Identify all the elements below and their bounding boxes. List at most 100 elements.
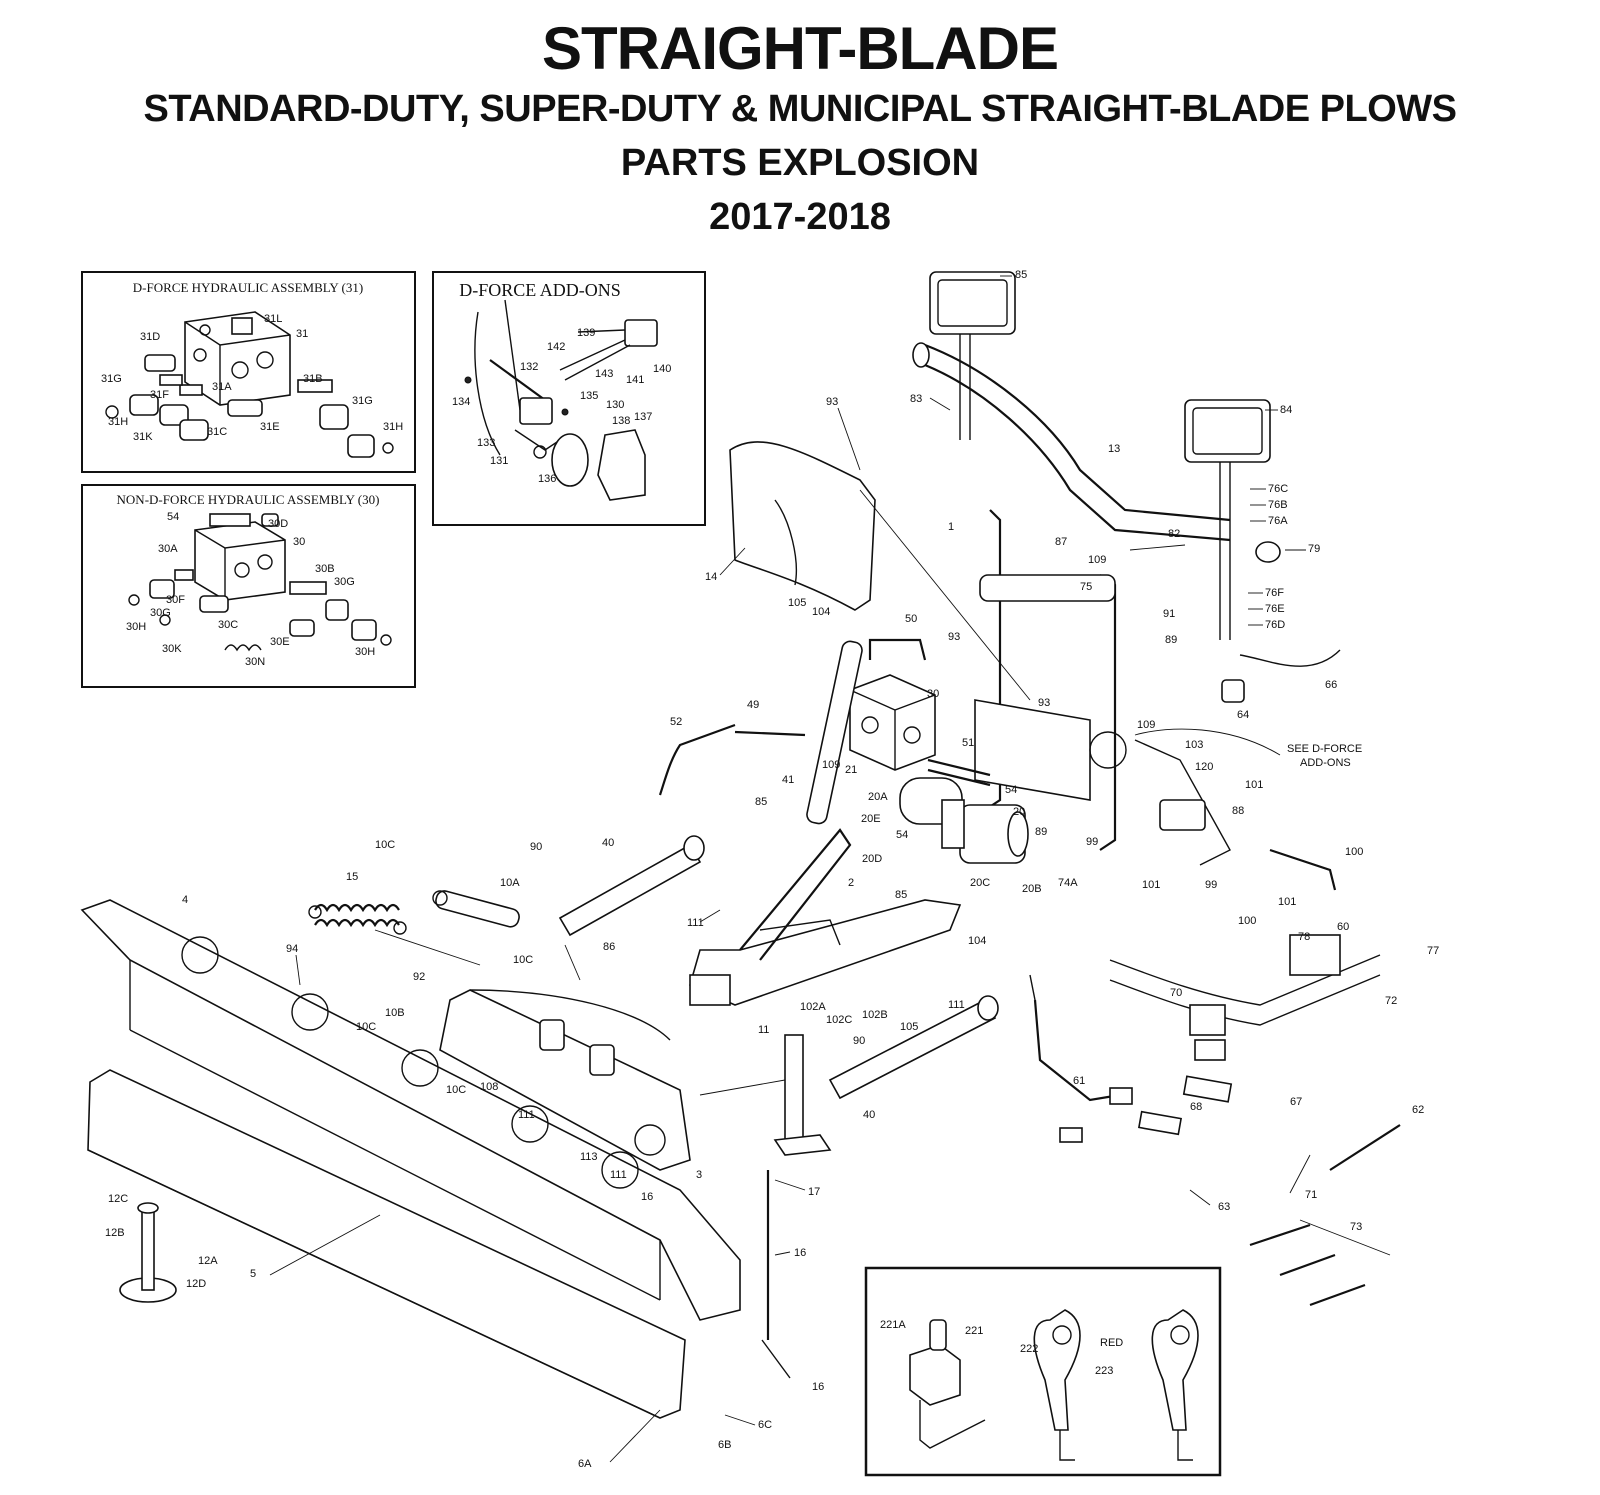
callout-77: 77 [1427, 945, 1439, 957]
callout-16-top: 16 [641, 1191, 653, 1203]
hydraulic-valve-block-31 [105, 311, 394, 458]
callout-111-mid: 111 [518, 1109, 535, 1121]
callout-102A: 102A [800, 1001, 826, 1013]
callout-31A: 31A [212, 381, 232, 393]
callout-12D: 12D [186, 1278, 206, 1290]
callout-31H-right: 31H [383, 421, 403, 433]
callout-92: 92 [413, 971, 425, 983]
callout-88: 88 [1232, 805, 1244, 817]
callout-40-top: 40 [602, 837, 614, 849]
callout-99-left: 99 [1086, 836, 1098, 848]
callout-113: 113 [580, 1151, 598, 1163]
callout-93-top: 93 [826, 396, 838, 408]
callout-31B: 31B [303, 373, 323, 385]
callout-31K: 31K [133, 431, 153, 443]
callout-30N: 30N [245, 656, 265, 668]
callout-64: 64 [1237, 709, 1249, 721]
callout-red: RED [1100, 1337, 1123, 1349]
callout-6B: 6B [718, 1439, 731, 1451]
callout-109-mid: 109 [822, 759, 840, 771]
inset-dforce-hydraulic: D-FORCE HYDRAULIC ASSEMBLY (31) [81, 271, 416, 473]
callout-63: 63 [1218, 1201, 1230, 1213]
callout-120: 120 [1195, 761, 1213, 773]
callout-100-low: 100 [1238, 915, 1256, 927]
callout-72: 72 [1385, 995, 1397, 1007]
callout-133: 133 [477, 437, 495, 449]
callout-62: 62 [1412, 1104, 1424, 1116]
callout-94: 94 [286, 943, 298, 955]
callout-31F: 31F [150, 389, 169, 401]
callout-31G-right: 31G [352, 395, 373, 407]
callout-30B: 30B [315, 563, 335, 575]
callout-12B: 12B [105, 1227, 125, 1239]
inset-dforce-addons-title: D-FORCE ADD-ONS [459, 280, 621, 300]
callout-102C: 102C [826, 1014, 852, 1026]
callout-21: 21 [845, 764, 857, 776]
callout-6A: 6A [578, 1458, 592, 1470]
callout-103: 103 [1185, 739, 1203, 751]
callout-5: 5 [250, 1268, 256, 1280]
callout-30F: 30F [166, 594, 185, 606]
callout-30: 30 [927, 688, 939, 700]
cutting-edge-5 [87, 1069, 686, 1419]
callout-138: 138 [612, 415, 630, 427]
callout-16-mid: 16 [794, 1247, 806, 1259]
callout-50: 50 [905, 613, 917, 625]
pump-motor-20 [899, 777, 1029, 864]
callout-93-low: 93 [1038, 697, 1050, 709]
callout-76C: 76C [1268, 483, 1288, 495]
callout-10A: 10A [500, 877, 520, 889]
model-years: 2017-2018 [709, 196, 891, 238]
blade-guide-17 [761, 1170, 791, 1379]
callout-10C-low: 10C [446, 1084, 466, 1096]
callout-68: 68 [1190, 1101, 1202, 1113]
callout-89-mid: 89 [1035, 826, 1047, 838]
inset-dforce-hydraulic-title: D-FORCE HYDRAULIC ASSEMBLY (31) [133, 280, 363, 295]
callout-52: 52 [670, 716, 682, 728]
shock-10A [432, 890, 520, 928]
callout-31G-left: 31G [101, 373, 122, 385]
leader-lines [269, 275, 1311, 1463]
callout-87: 87 [1055, 536, 1067, 548]
light-bar-13 [912, 342, 1281, 563]
callout-10C-left: 10C [356, 1021, 376, 1033]
callout-20C: 20C [970, 877, 990, 889]
callout-76D: 76D [1265, 619, 1285, 631]
hydraulic-valve-block-30 [128, 513, 392, 652]
callout-10B: 10B [385, 1007, 405, 1019]
callout-137: 137 [634, 411, 652, 423]
callout-142: 142 [547, 341, 565, 353]
callout-20E: 20E [861, 813, 881, 825]
callout-15: 15 [346, 871, 358, 883]
callout-60: 60 [1337, 921, 1349, 933]
callout-30E: 30E [270, 636, 290, 648]
callout-30H-right: 30H [355, 646, 375, 658]
callout-67: 67 [1290, 1096, 1302, 1108]
callout-82: 82 [1168, 528, 1180, 540]
cables-73 [1249, 1219, 1391, 1307]
dforce-addons-parts [464, 299, 658, 501]
cable-62 [1329, 1124, 1401, 1171]
callout-105-low: 105 [900, 1021, 918, 1033]
callout-109-right: 109 [1137, 719, 1155, 731]
dforce-bracket-area [1134, 739, 1337, 891]
callout-54-main-a: 54 [1005, 784, 1017, 796]
callout-102B: 102B [862, 1009, 888, 1021]
callout-13: 13 [1108, 443, 1120, 455]
connectors-68 [1137, 1075, 1233, 1136]
callout-76E: 76E [1265, 603, 1285, 615]
handheld-control-223 [1151, 1309, 1199, 1461]
inset-dforce-addons: D-FORCE ADD-ONS 139 142 132 143 [432, 271, 706, 526]
callout-30-inset: 30 [293, 536, 305, 548]
callout-20: 20 [1013, 806, 1025, 818]
page-subtitle-explosion: PARTS EXPLOSION [620, 142, 980, 184]
callout-71: 71 [1305, 1189, 1317, 1201]
callout-86: 86 [603, 941, 615, 953]
hoses-51 [927, 758, 991, 787]
callout-130: 130 [606, 399, 624, 411]
callout-3: 3 [696, 1169, 702, 1181]
callout-135: 135 [580, 390, 598, 402]
callout-40-low: 40 [863, 1109, 875, 1121]
jack-stand-12 [119, 1202, 177, 1303]
joystick-control-221 [909, 1319, 986, 1449]
